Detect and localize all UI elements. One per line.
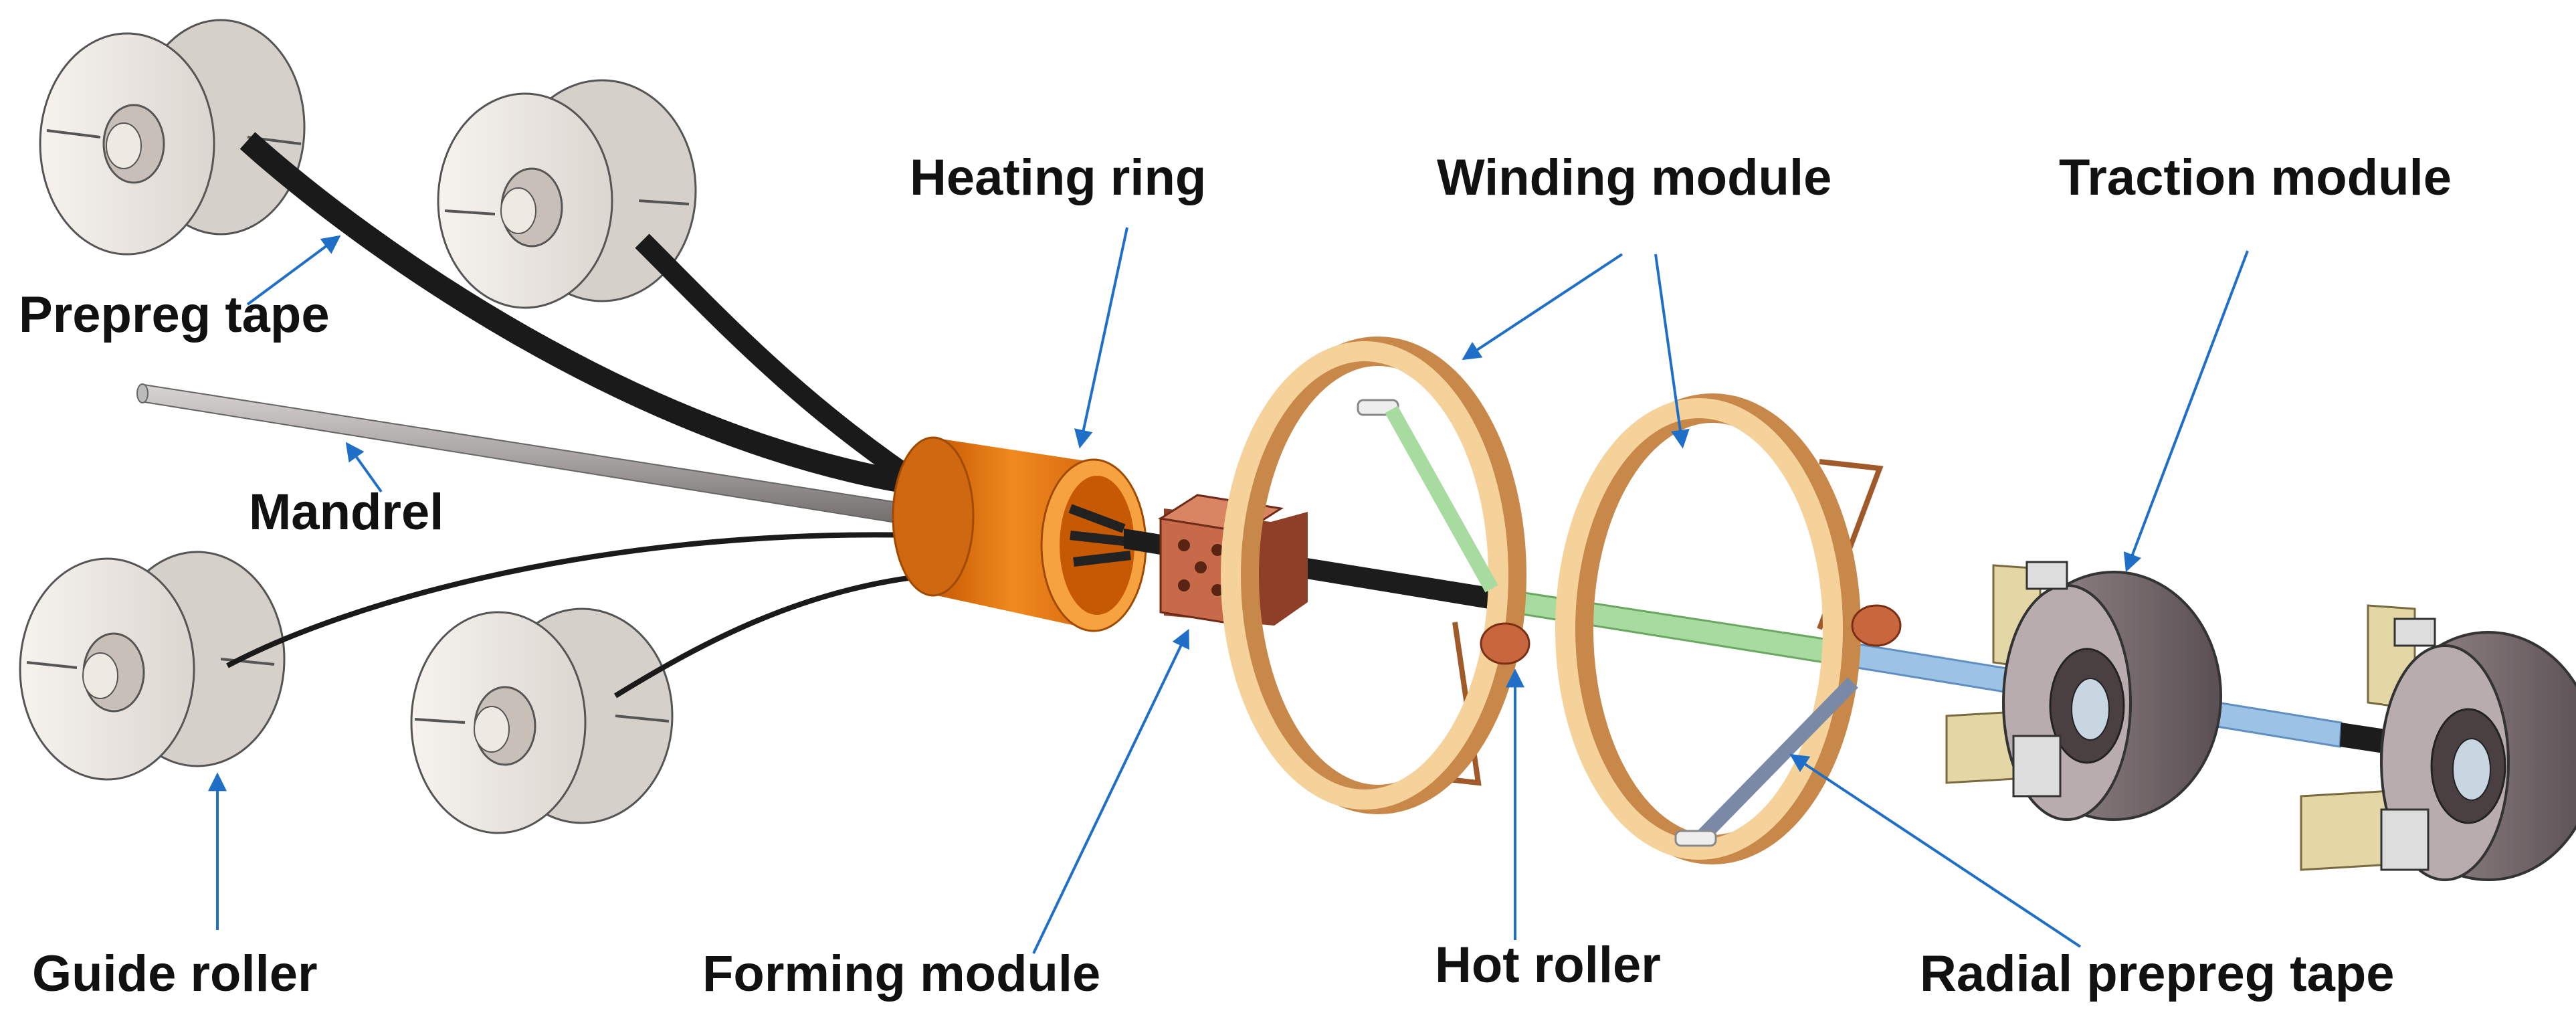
arrow-heating-ring [1074,227,1128,449]
spool-bottom-middle [410,608,674,834]
arrow-winding-module-b [1654,254,1690,449]
label-traction-module: Traction module [2059,149,2452,206]
leader-arrows [208,227,2249,954]
spool-top-middle [437,79,697,309]
arrow-prepreg-tape [246,235,341,306]
arrow-traction-module [2123,250,2249,573]
prepreg-tapes [226,132,943,698]
traction-unit-1 [1945,561,2222,821]
winding-ring-1 [1221,337,1530,814]
label-prepreg-tape: Prepreg tape [19,286,330,343]
spool-bottom-left [19,551,286,781]
label-forming-module: Forming module [702,945,1101,1002]
label-heating-ring: Heating ring [910,149,1207,206]
traction-unit-2 [2300,604,2576,881]
arrow-mandrel [345,442,383,493]
label-winding-module: Winding module [1437,149,1832,206]
arrow-radial-prepreg-tape [1789,753,2082,948]
label-radial-prepreg-tape: Radial prepreg tape [1920,945,2395,1002]
arrow-forming-module [1032,628,1189,954]
winding-ring-2 [1555,393,1902,864]
heating-ring [892,436,1147,632]
arrow-winding-module-a [1462,253,1623,361]
label-hot-roller: Hot roller [1435,937,1661,994]
label-mandrel: Mandrel [249,484,444,541]
label-guide-roller: Guide roller [32,945,318,1002]
spool-top-left [39,19,306,256]
